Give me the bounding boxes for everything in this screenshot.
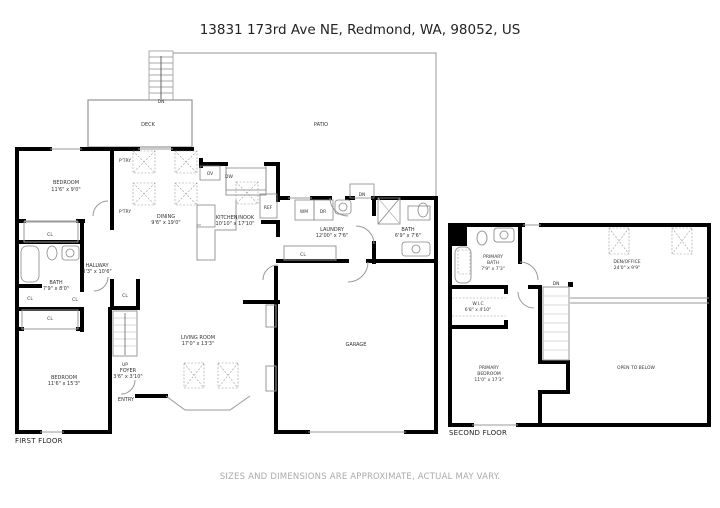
open-to-below-label: OPEN TO BELOW (617, 365, 655, 371)
closet-label: CL (72, 297, 78, 303)
oven-label: OV (207, 171, 214, 177)
hallway-label: HALLWAY (85, 263, 109, 269)
dishwasher-label: DW (225, 174, 233, 180)
dining-dims: 9'6" x 19'0" (151, 220, 180, 226)
dryer-label: DR (320, 209, 327, 215)
laundry-label: LAUNDRY (320, 227, 345, 233)
deck-label: DECK (141, 122, 156, 128)
dining-label: DINING (157, 214, 175, 220)
entry-label: ENTRY (118, 397, 135, 403)
foyer-dims: 3'6" x 3'10" (113, 374, 142, 380)
first-floor-label: FIRST FLOOR (15, 437, 63, 445)
closet-label: CL (27, 296, 33, 302)
primary-bedroom-dims: 11'0" x 17'3" (474, 377, 503, 383)
closet-label: CL (47, 232, 53, 238)
second-floor-plan: PRIMARY BATH 7'9" x 7'3" W.I.C 6'8" x 4'… (448, 223, 711, 427)
property-address: 13831 173rd Ave NE, Redmond, WA, 98052, … (199, 22, 521, 38)
garage-label: GARAGE (346, 342, 367, 348)
patio-outline (173, 52, 437, 198)
living-room-label: LIVING ROOM (181, 335, 215, 341)
second-floor-dn-label: DN (553, 281, 560, 287)
pantry-label: P'TRY (119, 209, 132, 215)
wic-dims: 6'8" x 4'10" (465, 307, 491, 313)
closet-label: CL (122, 293, 128, 299)
kitchen-label: KITCHEN/NOOK (216, 215, 255, 221)
bath-2-dims: 6'9" x 7'6" (395, 233, 421, 239)
den-dims: 24'0" x 9'9" (614, 265, 640, 271)
kitchen-dims: 10'10" x 17'10" (216, 221, 255, 227)
closet-label: CL (47, 316, 53, 322)
bedroom-2-label: BEDROOM (51, 375, 77, 381)
primary-bath-dims: 7'9" x 7'3" (481, 266, 505, 272)
bedroom-1-dims: 11'6" x 9'0" (51, 187, 80, 193)
bedroom-2-dims: 11'6" x 15'3" (48, 381, 81, 387)
wic-label: W.I.C (472, 301, 483, 307)
bedroom-1-label: BEDROOM (53, 180, 79, 186)
laundry-dims: 12'00" x 7'6" (316, 233, 349, 239)
foyer-up-label: UP (122, 362, 128, 368)
bath-1-label: BATH (49, 280, 63, 286)
laundry-dn-label: DN (359, 192, 366, 198)
fridge-label: REF (264, 205, 273, 211)
disclaimer: SIZES AND DIMENSIONS ARE APPROXIMATE, AC… (219, 472, 501, 482)
foyer-label: FOYER (120, 368, 137, 374)
bath-2-label: BATH (401, 227, 415, 233)
washer-label: WM (300, 209, 308, 215)
primary-bedroom-label-2: BEDROOM (477, 371, 501, 377)
primary-bath-label: PRIMARY (483, 254, 503, 260)
pantry-label: P'TRY (119, 158, 132, 164)
first-floor-plan: DN DECK PATIO BEDROOM 11'6" x 9'0" CL HA… (15, 50, 438, 434)
den-label: DEN/OFFICE (613, 259, 640, 265)
primary-bath-label-2: BATH (487, 260, 499, 266)
deck-stairs (148, 50, 174, 101)
hallway-dims: 3'3" x 10'6" (82, 269, 111, 275)
closet-label: CL (300, 252, 306, 258)
primary-bedroom-label: PRIMARY (479, 365, 499, 371)
patio-label: PATIO (314, 122, 328, 128)
second-floor-label: SECOND FLOOR (449, 429, 508, 437)
bath-1-dims: 7'9" x 8'0" (43, 286, 69, 292)
living-room-dims: 17'0" x 13'3" (182, 341, 215, 347)
deck-stairs-label: DN (158, 99, 165, 105)
deck-outline (87, 99, 193, 148)
